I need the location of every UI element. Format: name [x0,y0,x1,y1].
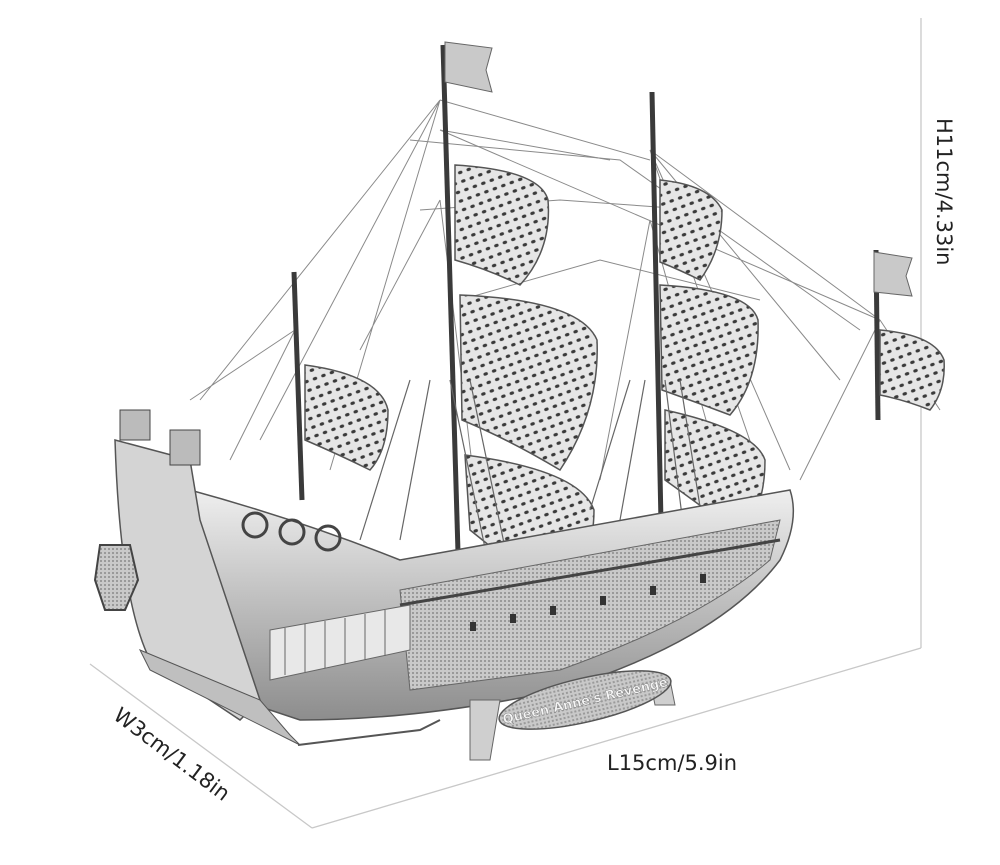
height-label: H11cm/4.33in [932,118,956,266]
name-plate [498,670,672,730]
shrouds [359,379,711,621]
flags [444,41,913,297]
dimension-lines [89,18,922,829]
length-label: L15cm/5.9in [607,751,737,775]
hull [93,409,795,746]
stern-lantern [93,544,140,611]
masts [291,44,881,621]
width-label: W3cm/1.18in [109,703,235,806]
